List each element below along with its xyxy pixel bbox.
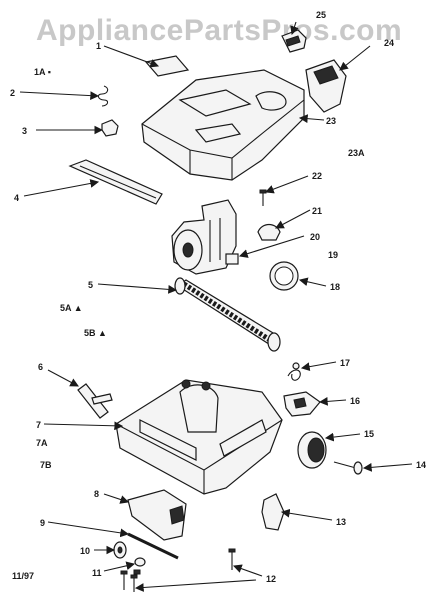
triangle-symbol: ▲ [73,303,83,313]
callout-4: 4 [14,193,20,203]
part-14-axle [333,461,363,475]
part-16-latch [283,391,321,417]
callout-16: 16 [350,396,361,406]
part-9-rod [127,532,179,560]
callout-6: 6 [38,362,44,372]
part-22-screw [259,189,267,206]
callout-5: 5 [88,280,94,290]
part-11-bushing [133,557,146,575]
callout-23a: 23A [348,148,365,158]
part-25-clip [281,29,307,53]
part-20-motor [171,199,239,275]
part-10-small-wheel [113,541,127,559]
part-12-screws [120,548,236,592]
part-4-bumper [68,159,163,205]
part-23-hood [141,69,305,181]
callout-7a: 7A [36,438,48,448]
watermark: AppliancePartsPros.com [36,14,403,47]
callout-5b: 5B ▲ [84,328,107,338]
callout-22: 22 [312,171,323,181]
callout-13: 13 [336,517,347,527]
part-18-belt [269,261,299,291]
callout-8: 8 [94,489,100,499]
part-7-base [115,379,283,495]
callout-11: 11 [92,568,102,578]
callout-19: 19 [328,250,339,260]
callout-9: 9 [40,518,46,528]
callout-15: 15 [364,429,375,439]
callout-23: 23 [326,116,337,126]
callout-3: 3 [22,126,28,136]
callout-2: 2 [10,88,16,98]
callout-10: 10 [80,546,91,556]
callout-1a: 1A ▪ [34,67,51,77]
part-5-brushroll [174,277,281,352]
callout-25: 25 [316,10,327,20]
callout-7b: 7B [40,460,52,470]
callout-21: 21 [312,206,323,216]
square-symbol: ▪ [47,67,51,77]
part-13-bracket [261,493,285,531]
part-24-bag-holder [305,59,347,113]
part-15-wheel [297,431,327,469]
callout-12: 12 [266,574,277,584]
part-21-bracket [257,223,281,241]
part-1-decal [144,55,190,77]
callout-5a: 5A ▲ [60,303,83,313]
part-17-spring [287,362,301,381]
part-6-pedal [77,383,113,419]
date-code: 11/97 [12,571,35,581]
part-2-spring [97,85,109,107]
callout-18: 18 [330,282,341,292]
callout-20: 20 [310,232,321,242]
callout-1: 1 [96,41,102,51]
callout-24: 24 [384,38,395,48]
callout-17: 17 [340,358,351,368]
part-8-nozzle [127,489,187,541]
callout-7: 7 [36,420,42,430]
leader-lines [19,21,413,592]
part-3-knob [101,119,119,137]
triangle-symbol: ▲ [98,328,107,338]
callout-14: 14 [416,460,427,470]
